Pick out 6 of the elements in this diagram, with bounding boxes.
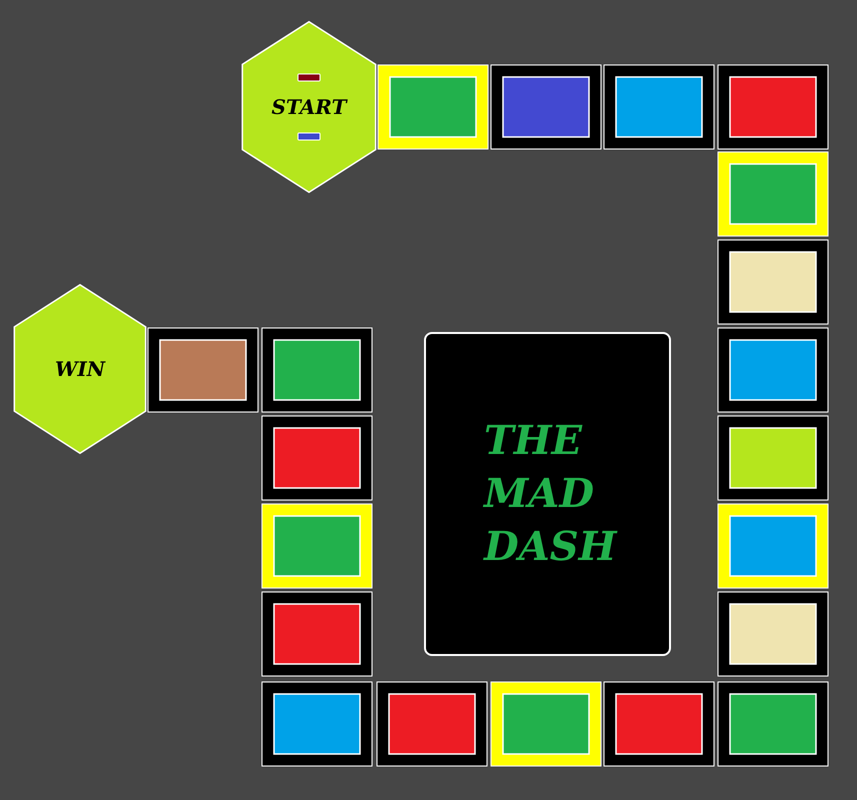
title-card <box>424 332 671 656</box>
win-hexagon <box>13 283 147 455</box>
game-title: THE MAD DASH <box>484 416 618 572</box>
start-hexagon <box>241 20 377 194</box>
start-label: START <box>272 95 346 119</box>
win-label: WIN <box>54 357 106 381</box>
